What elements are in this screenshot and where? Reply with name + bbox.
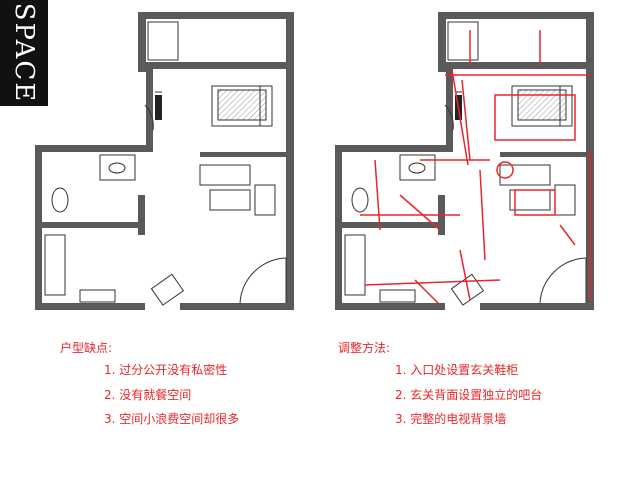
adjusted-floor-plan [334,11,595,311]
defect-item: 3. 空间小浪费空间却很多 [104,412,240,426]
adjustment-item: 1. 入口处设置玄关鞋柜 [395,363,519,377]
adjustments-heading: 调整方法: [338,341,391,355]
defect-item: 1. 过分公开没有私密性 [104,363,228,377]
adjustment-item: 3. 完整的电视背景墙 [395,412,507,426]
space-logo: SPACE [0,0,48,106]
original-floor-plan [34,11,295,311]
adjustment-item: 2. 玄关背面设置独立的吧台 [395,388,543,402]
defect-item: 2. 没有就餐空间 [104,388,192,402]
defects-heading: 户型缺点: [60,341,113,355]
red-annotations [360,30,591,306]
